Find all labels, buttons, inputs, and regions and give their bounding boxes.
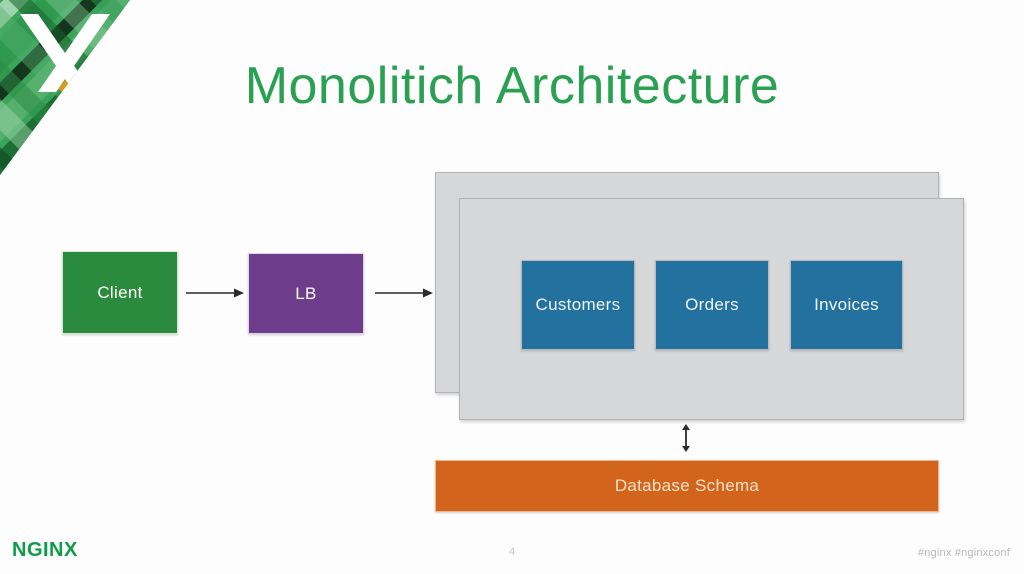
arrow-monolith-to-database-icon [682,424,690,452]
service-invoices-label: Invoices [814,295,879,314]
nginx-mosaic-x-logo-icon [0,0,130,175]
service-customers-label: Customers [535,295,621,314]
database-schema-label: Database Schema [614,476,760,495]
footer-hashtags: #nginx #nginxconf [917,547,1010,559]
service-box-invoices: Invoices [790,260,903,350]
arrow-client-to-lb-icon [186,288,244,298]
database-schema-bar: Database Schema [435,460,939,512]
node-lb: LB [248,253,364,334]
service-box-customers: Customers [521,260,635,350]
service-orders-label: Orders [685,295,739,314]
service-box-orders: Orders [655,260,769,350]
arrow-lb-to-monolith-icon [375,288,433,298]
node-client: Client [62,251,178,334]
node-client-label: Client [97,282,143,302]
page-title: Monolitich Architecture [244,57,780,115]
page-number: 4 [508,546,516,558]
nginx-wordmark-logo: NGINX [12,539,78,561]
node-lb-label: LB [295,283,317,303]
